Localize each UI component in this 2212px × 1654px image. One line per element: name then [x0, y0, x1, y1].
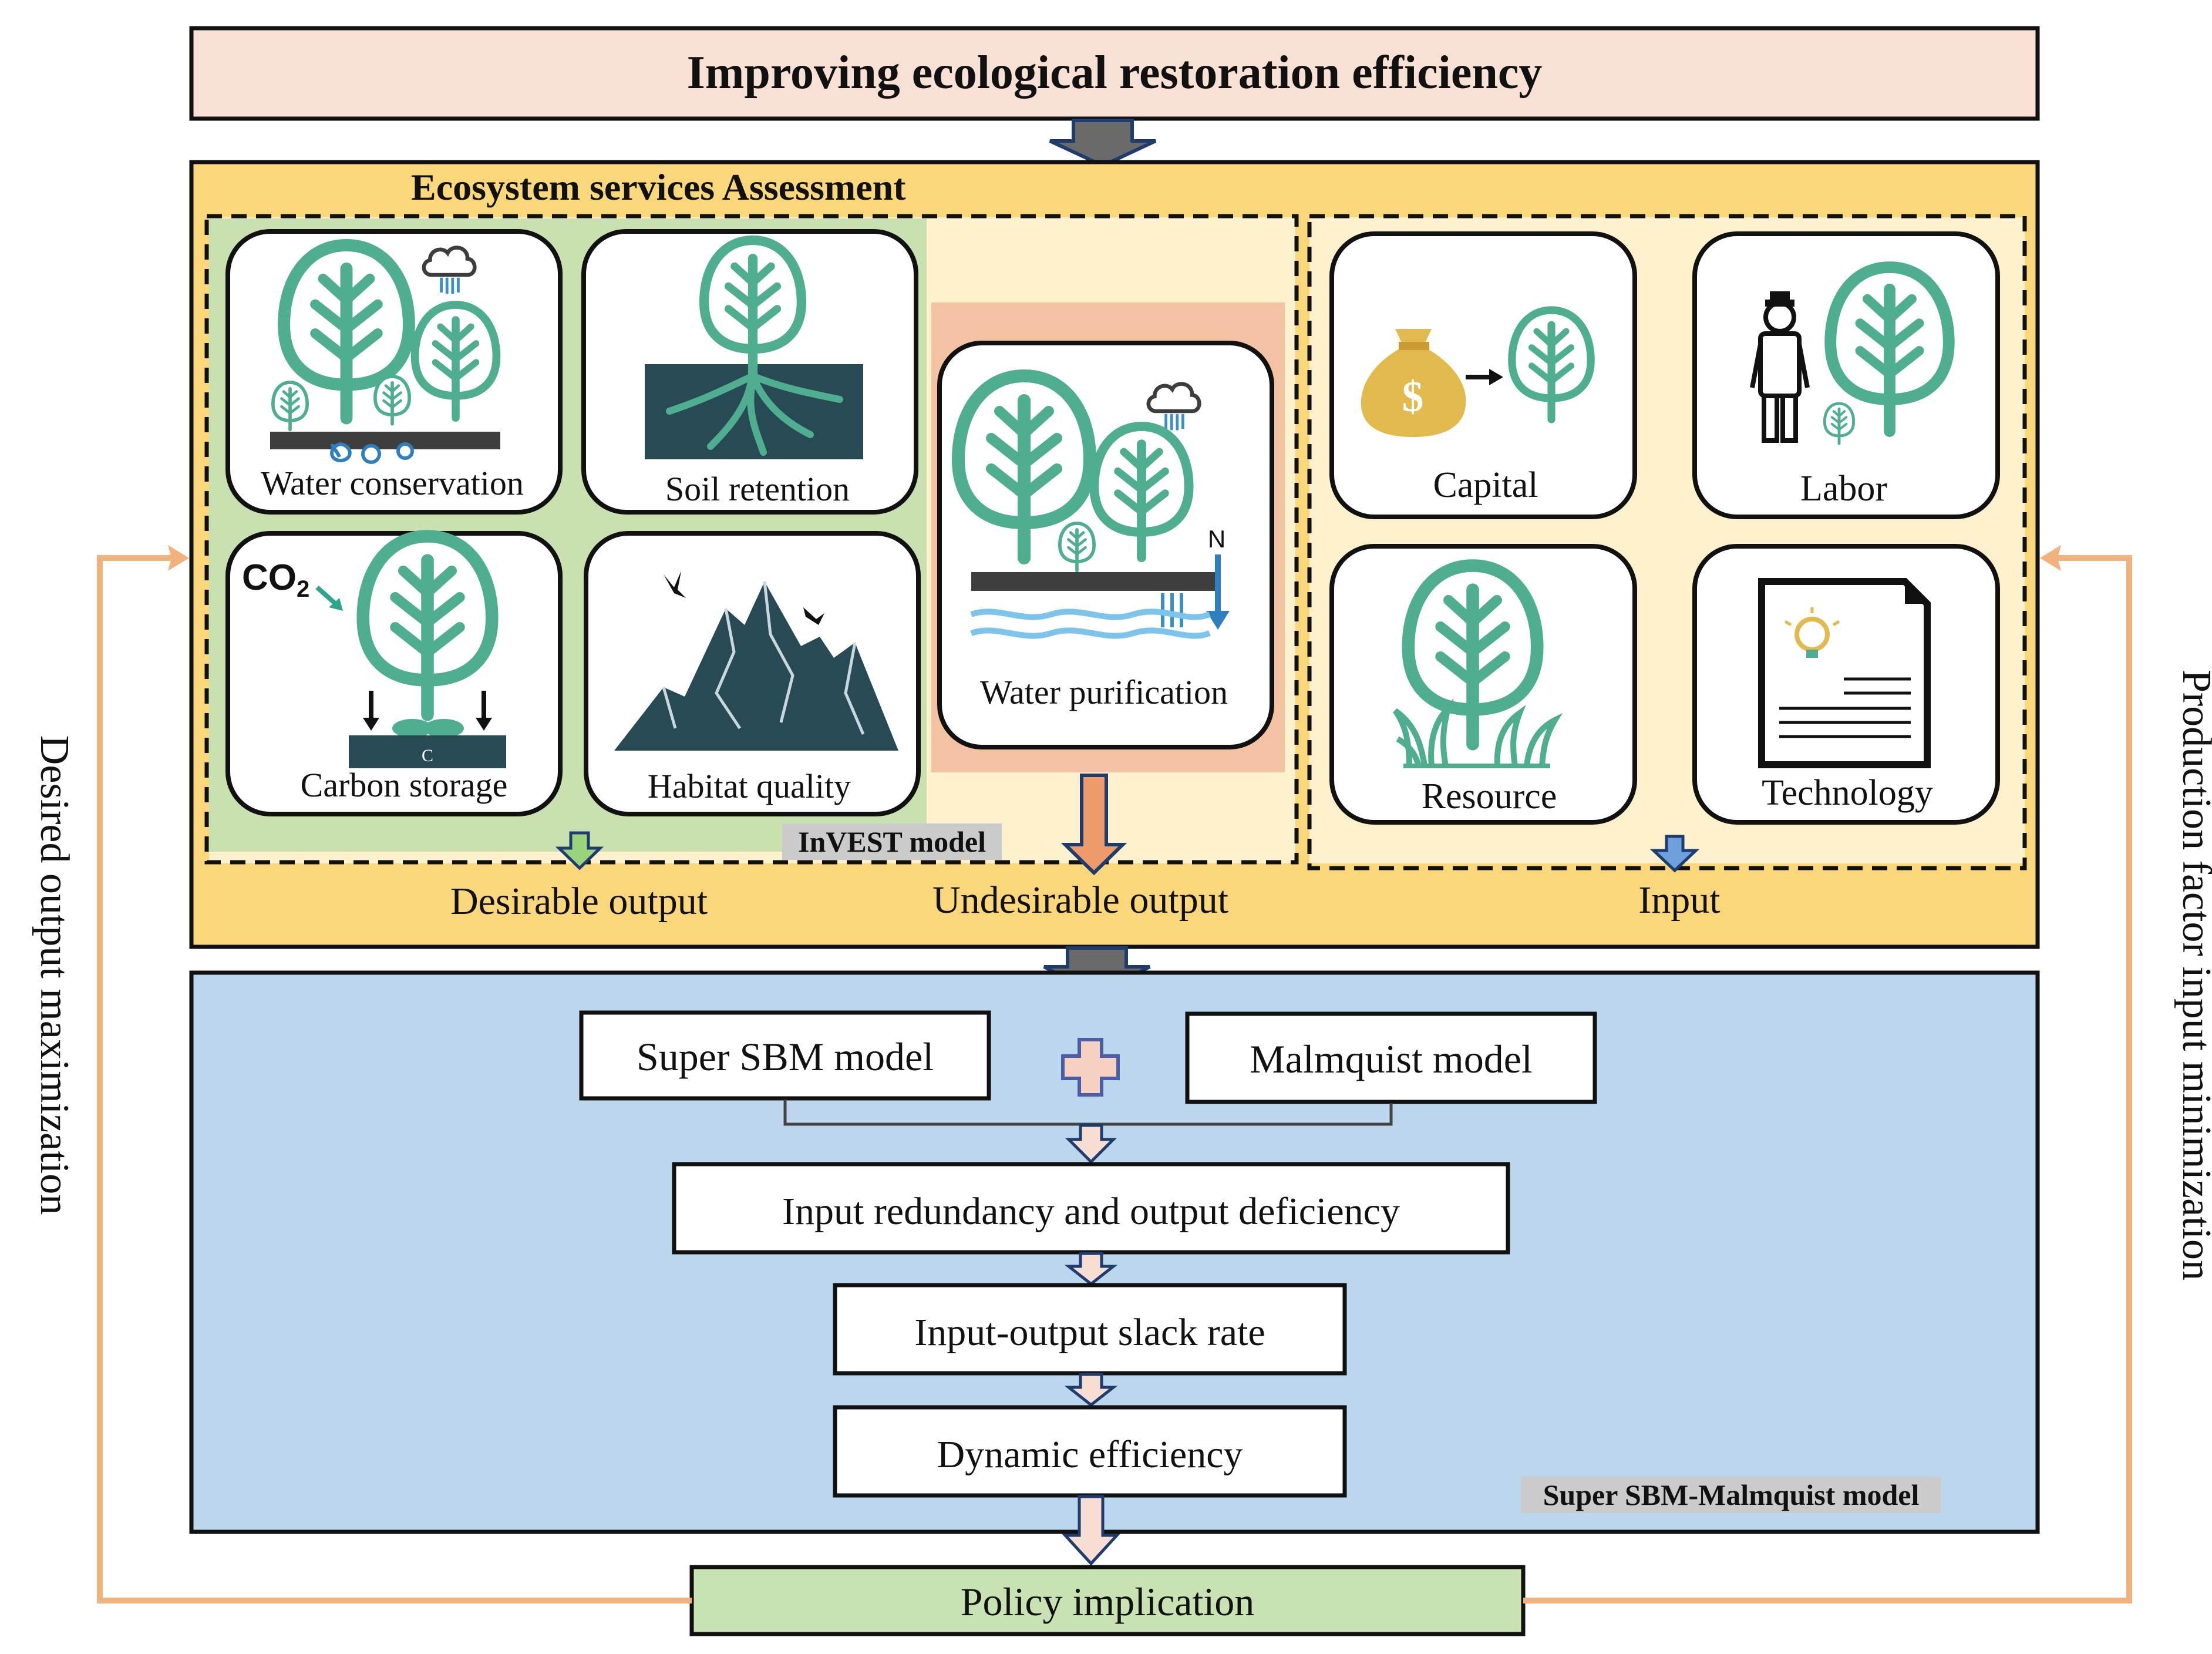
service-label: Soil retention — [665, 470, 850, 508]
technology-icon — [1758, 578, 1931, 768]
super-sbm-label: Super SBM model — [637, 1034, 934, 1079]
arrow-to-slack — [1064, 1252, 1118, 1286]
policy-box — [689, 1565, 1526, 1636]
arrow-to-dynamic — [1064, 1373, 1118, 1407]
carbon-letter: C — [422, 746, 433, 765]
plus-icon — [1061, 1038, 1120, 1097]
water-conservation-icon — [270, 246, 500, 464]
worker-icon — [1750, 291, 1810, 443]
service-card-water-purification: N Water purification — [937, 341, 1274, 749]
malmquist-label: Malmquist model — [1250, 1037, 1533, 1081]
water-purification-icon: N — [958, 376, 1230, 639]
left-side-label: Desired output maximization — [32, 735, 77, 1215]
service-label: Habitat quality — [648, 767, 851, 805]
diagram-title: Improving ecological restoration efficie… — [687, 47, 1543, 99]
arrow-undesirable — [1060, 774, 1127, 876]
step-box-dynamic — [833, 1405, 1347, 1498]
arrow-desirable — [555, 831, 604, 870]
desirable-output-label: Desirable output — [450, 880, 708, 923]
nitrogen-label: N — [1208, 525, 1225, 553]
arrow-to-redundancy — [1065, 1124, 1117, 1164]
input-output-label: Input — [1638, 879, 1720, 922]
super-sbm-box — [579, 1010, 991, 1101]
service-card-habitat-quality: Habitat quality — [584, 531, 921, 816]
service-card-carbon-storage: CO2 C Carbon storage — [225, 533, 563, 816]
service-card-soil-retention: Soil retention — [581, 229, 918, 515]
service-label: Carbon storage — [301, 766, 508, 804]
invest-badge-label: InVEST model — [798, 825, 986, 858]
malmquist-box — [1185, 1011, 1597, 1104]
soil-retention-icon — [645, 240, 863, 459]
arrow-title-to-assessment — [1049, 119, 1157, 168]
input-card-labor: Labor — [1692, 231, 2000, 519]
input-label: Labor — [1800, 469, 1887, 509]
document-icon — [1758, 578, 1931, 768]
resource-icon — [1392, 566, 1563, 768]
model-badge — [1521, 1477, 1941, 1513]
input-card-resource: Resource — [1329, 544, 1637, 825]
labor-icon — [1750, 267, 1949, 443]
undesirable-output-label: Undesirable output — [932, 879, 1228, 922]
step-label: Dynamic efficiency — [937, 1433, 1243, 1476]
co2-label: CO2 — [242, 557, 309, 602]
currency-symbol: $ — [1402, 373, 1424, 421]
input-label: Technology — [1762, 773, 1933, 813]
input-dashed-frame — [1307, 214, 2027, 870]
step-label: Input redundancy and output deficiency — [782, 1190, 1400, 1233]
policy-label: Policy implication — [961, 1579, 1255, 1624]
service-label: Water purification — [980, 673, 1228, 711]
bird-icon — [803, 607, 824, 625]
input-label: Resource — [1422, 776, 1557, 816]
output-dashed-frame — [204, 214, 1299, 865]
capital-icon: $ — [1361, 310, 1591, 437]
input-card-capital: $ Capital — [1329, 231, 1637, 519]
ecosystem-heading: Ecosystem services Assessment — [411, 166, 906, 208]
money-bag-icon — [1361, 329, 1466, 437]
bird-icon — [664, 571, 686, 598]
right-feedback-arrowhead — [2040, 545, 2061, 571]
input-label: Capital — [1433, 465, 1538, 505]
input-card-technology: Technology — [1692, 544, 2000, 825]
invest-badge — [782, 823, 1002, 860]
arrow-model-to-policy — [1062, 1495, 1120, 1566]
right-side-label: Production factor input minimization — [2174, 670, 2212, 1280]
left-feedback-line — [97, 555, 692, 1603]
habitat-quality-icon — [614, 571, 898, 751]
grass-icon — [1392, 698, 1563, 767]
model-badge-label: Super SBM-Malmquist model — [1543, 1478, 1920, 1511]
carbon-storage-icon: CO2 C — [242, 536, 506, 768]
left-feedback-arrowhead — [168, 545, 189, 571]
step-label: Input-output slack rate — [914, 1311, 1265, 1354]
service-card-water-conservation: Water conservation — [225, 229, 563, 515]
right-feedback-line — [1523, 555, 2132, 1603]
arrow-input — [1649, 835, 1700, 873]
service-label: Water conservation — [261, 464, 524, 502]
title-box — [189, 26, 2040, 121]
